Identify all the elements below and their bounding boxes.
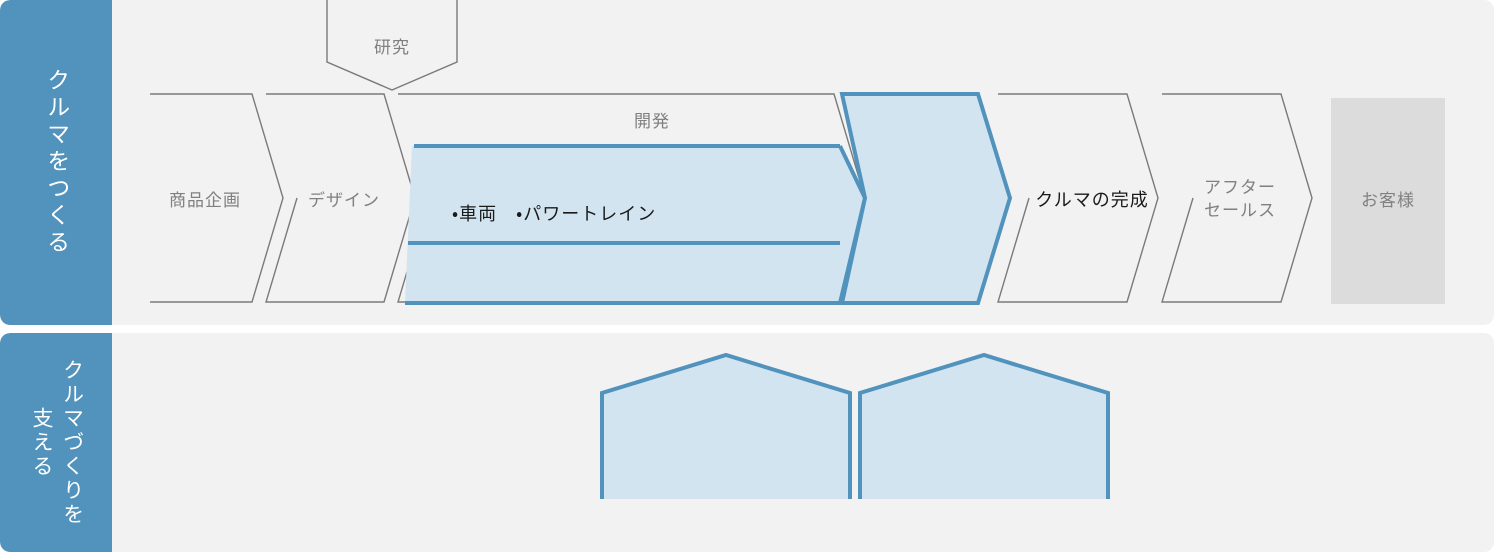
product-planning-label: 商品企画: [169, 191, 241, 210]
make-stage: 研究 商品企画 デザイン 開発: [112, 0, 1494, 325]
development-label: 開発: [634, 112, 670, 131]
rail-make-label: クルマをつくる: [43, 68, 70, 257]
after-sales-label-line2: セールス: [1204, 201, 1276, 220]
shape-research: 研究: [326, 0, 458, 91]
shape-support-house-right: [858, 352, 1110, 499]
support-stage: [112, 333, 1494, 552]
after-sales-outline: [1161, 93, 1313, 303]
rail-make-the-car: クルマをつくる: [0, 0, 112, 325]
shape-design: デザイン: [265, 93, 416, 303]
panel-make-the-car: クルマをつくる 研究 商品企画 デザイン: [0, 0, 1494, 325]
research-outline: [326, 0, 458, 91]
manufacturing-job-outline: [839, 92, 1013, 305]
product-planning-outline: [150, 93, 284, 303]
rail-support-label: クルマづくりを 支える: [30, 358, 84, 527]
after-sales-label-line1: アフター: [1204, 178, 1276, 197]
car-completed-outline: [997, 93, 1159, 303]
support-house-left-outline: [600, 352, 852, 499]
panel-support-the-car-making: クルマづくりを 支える 部門 職種: [0, 333, 1494, 552]
support-house-right-outline: [858, 352, 1110, 499]
shape-after-sales: アフター セールス: [1161, 93, 1313, 303]
shape-product-planning: 商品企画: [150, 93, 284, 303]
customer-box: [1331, 98, 1445, 304]
rail-support: クルマづくりを 支える: [0, 333, 112, 552]
shape-customer: お客様: [1331, 98, 1445, 304]
research-label: 研究: [374, 38, 410, 57]
design-label: デザイン: [308, 190, 380, 210]
shape-car-completed: クルマの完成: [997, 93, 1159, 303]
car-completed-label: クルマの完成: [1035, 190, 1148, 210]
shape-support-house-left: [600, 352, 852, 499]
shape-development-department-band: ・車両 ・パワートレイン: [405, 144, 868, 305]
design-outline: [265, 93, 416, 303]
customer-label: お客様: [1361, 191, 1415, 210]
development-department-fill: [405, 146, 865, 303]
development-department-items: ・車両 ・パワートレイン: [452, 204, 656, 224]
shape-manufacturing-job: [839, 92, 1013, 305]
